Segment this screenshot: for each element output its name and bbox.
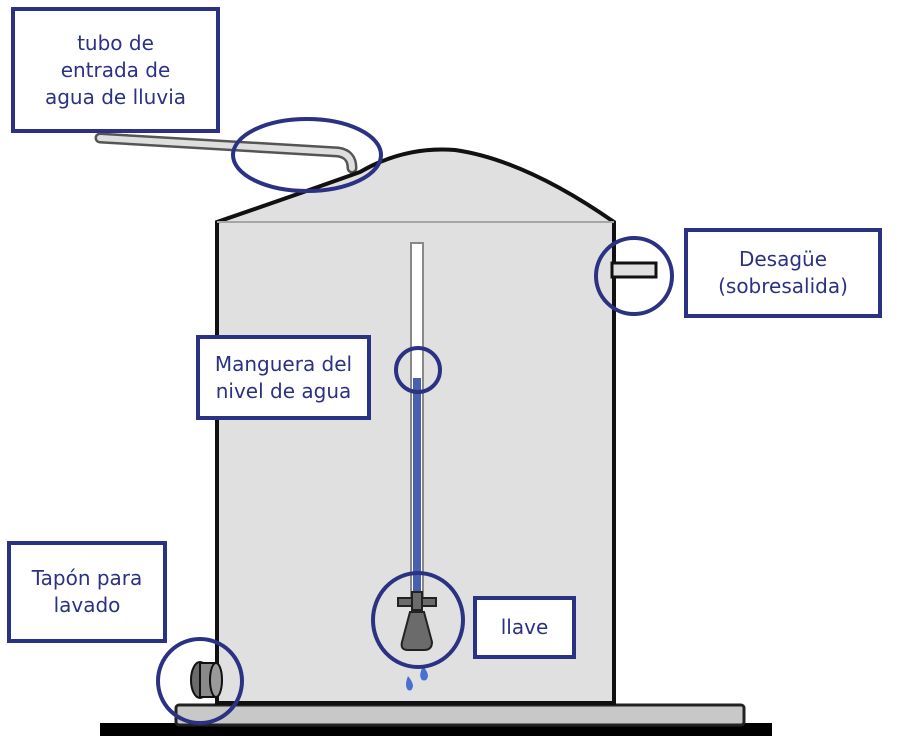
- flush-plug-label: Tapón para lavado: [7, 541, 167, 643]
- overflow-label-line-2: (sobresalida): [718, 274, 848, 298]
- hose-water-fill: [413, 378, 421, 604]
- inlet-pipe-label: tubo de entrada de agua de lluvia: [11, 7, 220, 133]
- flush-plug-label-line-1: Tapón para: [31, 566, 143, 590]
- overflow-label-line-1: Desagüe: [738, 247, 828, 271]
- inlet-pipe-callout-circle: [231, 117, 383, 193]
- inlet-pipe-label-line-1: tubo de: [77, 30, 154, 55]
- flush-plug-callout-circle: [156, 637, 244, 725]
- inlet-pipe-label-line-2: entrada de: [60, 57, 171, 82]
- overflow-label: Desagüe (sobresalida): [684, 228, 882, 318]
- base-platform: [174, 703, 746, 727]
- plug-cap-icon: [190, 661, 223, 699]
- overflow-callout-circle: [594, 236, 674, 316]
- faucet-icon: [397, 591, 437, 651]
- overflow-pipe: [610, 261, 658, 279]
- level-hose-label-line-2: nivel de agua: [215, 378, 352, 403]
- tap-label: llave: [473, 596, 576, 659]
- level-hose-callout-circle: [394, 346, 442, 394]
- level-hose-label: Manguera del nivel de agua: [196, 335, 371, 420]
- tap-label-line-1: llave: [500, 615, 549, 639]
- inlet-pipe-label-line-3: agua de lluvia: [44, 84, 187, 109]
- inlet-pipe: [94, 132, 358, 174]
- level-hose-label-line-1: Manguera del: [214, 351, 353, 376]
- tap-callout-circle: [371, 571, 465, 669]
- water-drop-icon: [406, 666, 428, 691]
- level-hose: [410, 242, 424, 604]
- flush-plug-label-line-2: lavado: [53, 593, 121, 617]
